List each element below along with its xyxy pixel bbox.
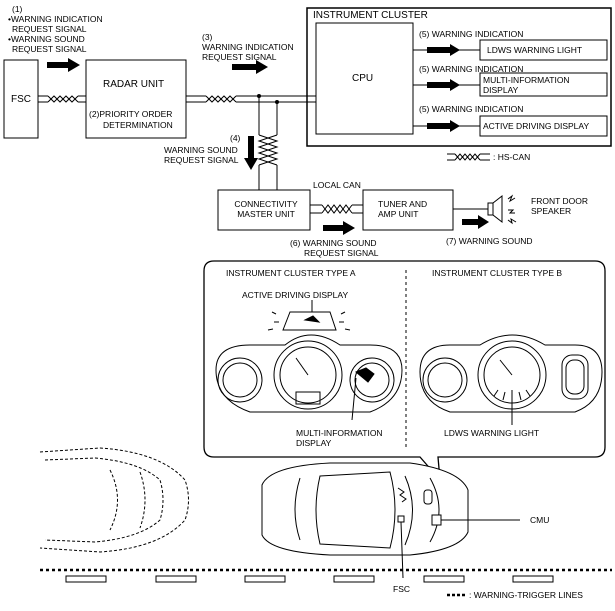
fsc-vehicle-callout: FSC (393, 584, 410, 594)
radar-cmu-hs-can (257, 96, 279, 190)
cmu-block-label: CONNECTIVITY MASTER UNIT (234, 199, 298, 219)
hs-can-legend-label: : HS-CAN (493, 152, 531, 162)
step-2-line-a: (2)PRIORITY ORDER (89, 109, 173, 119)
fsc-label: FSC (11, 94, 31, 105)
radar-cpu-hs-can (186, 95, 316, 103)
instrument-cluster-frame (306, 7, 612, 147)
fsc-box (3, 59, 39, 139)
ldws-warning-light-label: LDWS WARNING LIGHT (487, 45, 583, 55)
signal-7-arrow (462, 215, 489, 229)
radar-unit-box (85, 59, 187, 139)
step-6-line-a: (6) WARNING SOUND (290, 238, 377, 248)
active-driving-display-label: ACTIVE DRIVING DISPLAY (483, 121, 590, 131)
ldws-warning-light-callout: LDWS WARNING LIGHT (444, 428, 540, 438)
lane-markings (65, 575, 554, 583)
step-7-label: (7) WARNING SOUND (446, 236, 533, 246)
fsc-leader-line (400, 521, 404, 579)
step-1-line-b: REQUEST SIGNAL (12, 24, 87, 34)
local-can-label: LOCAL CAN (313, 180, 361, 190)
step-5b-label: (5) WARNING INDICATION (419, 64, 524, 74)
step-4-line-b: REQUEST SIGNAL (164, 155, 239, 165)
cmu-box (217, 189, 311, 231)
mid-callout-line (351, 377, 357, 421)
step-4-number: (4) (230, 133, 241, 143)
active-driving-display-callout: ACTIVE DRIVING DISPLAY (242, 290, 349, 300)
cpu-box (315, 22, 414, 135)
step-3-line-b: REQUEST SIGNAL (202, 52, 277, 62)
step-3-number: (3) (202, 32, 213, 42)
cluster-type-a-title: INSTRUMENT CLUSTER TYPE A (226, 268, 356, 278)
step-4-line-a: WARNING SOUND (164, 145, 238, 155)
host-vehicle-outline (261, 462, 469, 556)
speaker-label-b: SPEAKER (531, 206, 572, 216)
step-5c-label: (5) WARNING INDICATION (419, 104, 524, 114)
step-6-line-b: REQUEST SIGNAL (304, 248, 379, 258)
step-1-line-a: •WARNING INDICATION (8, 14, 103, 24)
hs-can-legend-icon (447, 153, 490, 161)
local-can-pair (310, 204, 363, 214)
preceding-car-outline (39, 447, 189, 553)
multi-information-display-label: MULTI-INFORMATION DISPLAY (483, 75, 570, 95)
fsc-radar-hs-can (38, 95, 86, 103)
signal-6-arrow (323, 221, 355, 235)
signal-1-arrow (47, 58, 80, 72)
radar-unit-label: RADAR UNIT (103, 79, 165, 90)
tuner-amp-box (362, 189, 454, 231)
cluster-type-a-illustration (215, 311, 403, 413)
signal-4-arrow (244, 136, 258, 170)
cluster-type-b-illustration (419, 334, 603, 413)
step-1-number: (1) (12, 4, 23, 14)
cluster-type-b-title: INSTRUMENT CLUSTER TYPE B (432, 268, 563, 278)
speaker-icon (487, 194, 517, 225)
multi-info-callout-b: DISPLAY (296, 438, 332, 448)
tuner-amp-label: TUNER AND AMP UNIT (378, 199, 428, 219)
cpu-output-arrows (427, 44, 460, 132)
step-3-line-a: WARNING INDICATION (202, 42, 294, 52)
multi-info-callout-a: MULTI-INFORMATION (296, 428, 383, 438)
speaker-label-a: FRONT DOOR (531, 196, 588, 206)
step-5a-label: (5) WARNING INDICATION (419, 29, 524, 39)
step-2-line-b: DETERMINATION (103, 120, 173, 130)
step-1-line-c: •WARNING SOUND (8, 34, 85, 44)
signal-3-arrow (232, 60, 268, 74)
cpu-label: CPU (352, 73, 374, 84)
instrument-cluster-label: INSTRUMENT CLUSTER (313, 10, 428, 21)
cmu-callout: CMU (530, 515, 550, 525)
trigger-lines-legend: : WARNING-TRIGGER LINES (469, 590, 583, 600)
step-1-line-d: REQUEST SIGNAL (12, 44, 87, 54)
